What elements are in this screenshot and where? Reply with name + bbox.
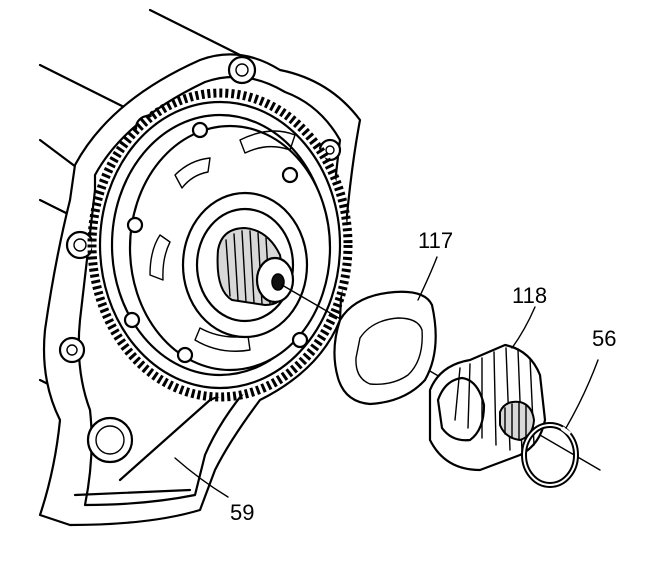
side-gear (428, 343, 547, 472)
callout-118: 118 (512, 283, 547, 308)
callout-117: 117 (418, 228, 453, 253)
leader-line-117 (417, 256, 438, 301)
leader-line-56 (565, 359, 599, 429)
leader-line-118 (511, 306, 536, 349)
ring-gear-assembly (87, 88, 353, 402)
callout-56: 56 (592, 326, 616, 351)
thrust-washer (333, 290, 437, 406)
callout-59: 59 (230, 500, 254, 525)
leader-line-59 (174, 457, 229, 498)
snap-ring (521, 422, 579, 488)
